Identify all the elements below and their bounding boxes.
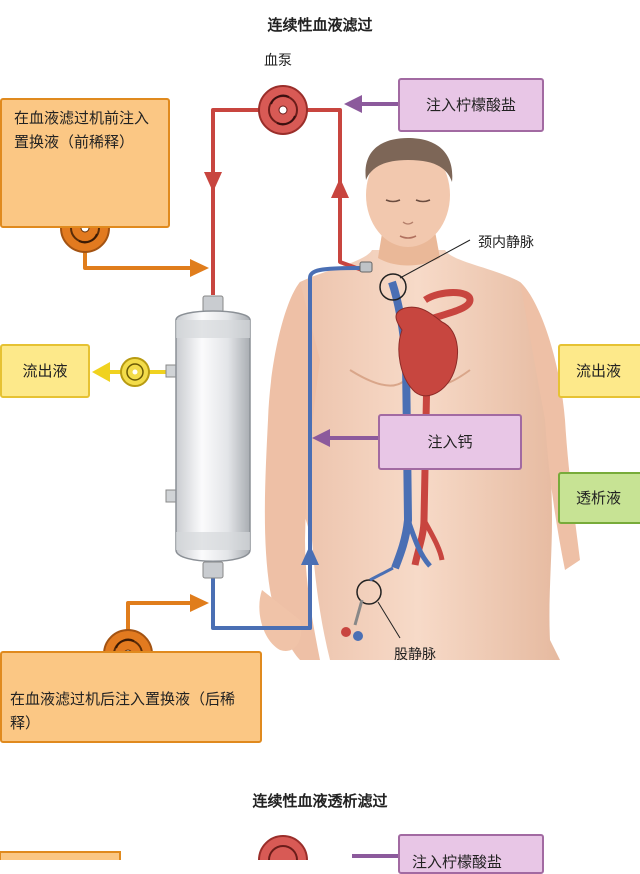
catheter-femoral <box>341 566 401 641</box>
heart <box>395 306 459 397</box>
hemofilter <box>165 295 251 579</box>
citrate-infusion-box-2: 注入柠檬酸盐 <box>398 834 544 874</box>
calcium-infusion-box: 注入钙 <box>378 414 522 470</box>
arrow-left-effluent <box>92 362 110 382</box>
patient-head <box>366 143 450 247</box>
catheter-jugular <box>359 239 471 301</box>
citrate-label-2: 注入柠檬酸盐 <box>412 853 503 871</box>
dialysate-box: 透析液 <box>558 472 640 524</box>
arrow-down-arterial <box>204 172 222 192</box>
arterial-line <box>211 108 262 295</box>
arrow-up-venous <box>301 545 319 565</box>
arrow-left-citrate <box>344 95 362 113</box>
effluent-box-right: 流出液 <box>558 344 640 398</box>
effluent-label-left: 流出液 <box>22 362 68 380</box>
effluent-pump <box>120 357 150 387</box>
effluent-label-right: 流出液 <box>576 362 622 380</box>
pre-dilution-label: 在血液滤过机前注入置换液（前稀释） <box>14 109 150 151</box>
effluent-box-left: 流出液 <box>0 344 90 398</box>
arrow-right-post <box>190 594 209 612</box>
section-title: 连续性血液滤过 <box>267 16 373 34</box>
blood-pump <box>258 85 308 135</box>
patient-hair <box>365 138 453 182</box>
arrow-right-pre <box>190 259 209 277</box>
flow-arrows <box>92 95 362 612</box>
arterial-line <box>305 108 363 272</box>
blood-pump-label: 血泵 <box>264 53 292 69</box>
post-dilution-label: 在血液滤过机后注入置换液（后稀释） <box>10 690 236 732</box>
patient-figure <box>259 138 580 660</box>
citrate-infusion-box: 注入柠檬酸盐 <box>398 78 544 132</box>
femoral-vein-label: 股静脉 <box>394 647 436 663</box>
replacement-line-post <box>126 601 204 635</box>
post-dilution-box: 在血液滤过机后注入置换液（后稀释） <box>0 651 262 743</box>
arrow-left-calcium <box>312 429 330 447</box>
section2-title: 连续性血液透析滤过 <box>252 792 388 810</box>
circuit-lines <box>83 102 398 635</box>
arrow-up-arterial <box>331 178 349 198</box>
venous-line <box>211 266 361 630</box>
patient-hand <box>259 590 302 651</box>
calcium-label: 注入钙 <box>427 433 473 451</box>
dialysate-label: 透析液 <box>576 489 622 507</box>
aorta <box>411 289 474 566</box>
pre-dilution-box: 在血液滤过机前注入置换液（前稀释） <box>0 98 170 228</box>
jugular-vein-label: 颈内静脉 <box>478 235 534 251</box>
citrate-label: 注入柠檬酸盐 <box>425 96 516 114</box>
section2-partial <box>0 835 398 860</box>
patient-arm <box>264 282 320 660</box>
vessels <box>388 280 474 570</box>
